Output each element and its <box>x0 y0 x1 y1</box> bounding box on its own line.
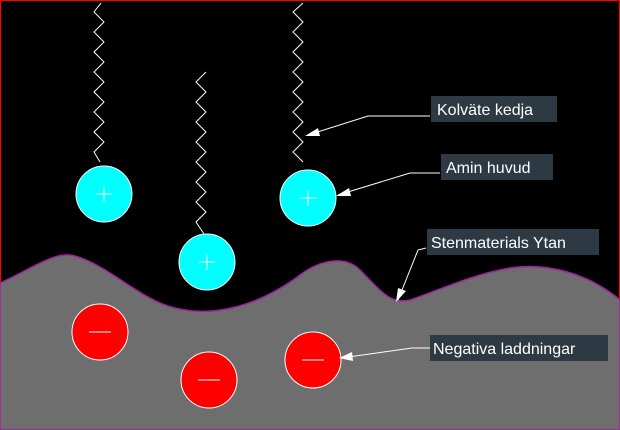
amine-head <box>279 169 337 227</box>
label-amine-head: Amin huvud <box>446 160 531 177</box>
plus-symbol <box>96 186 112 202</box>
plus-symbol <box>300 190 316 206</box>
label-hydrocarbon-chain: Kolväte kedja <box>437 102 533 119</box>
label-stone-surface: Stenmaterials Ytan <box>431 235 566 252</box>
leader-hydrocarbon-chain <box>305 115 430 136</box>
amine-head <box>178 233 236 291</box>
hydrocarbon-chain-left <box>93 2 105 163</box>
hydrocarbon-chain-right <box>292 2 304 163</box>
label-box-stone-surface <box>427 229 599 255</box>
leader-stone-surface <box>396 247 427 302</box>
amine-head <box>75 165 133 223</box>
negative-charge <box>284 331 342 389</box>
plus-symbol <box>199 254 215 270</box>
leader-negative-charges <box>339 347 430 361</box>
negative-charge <box>180 351 238 409</box>
label-box-negative-charges <box>430 335 608 361</box>
hydrocarbon-chain-middle <box>195 71 207 235</box>
negative-charge <box>71 303 129 361</box>
label-negative-charges: Negativa laddningar <box>433 341 576 358</box>
label-box-hydrocarbon-chain <box>431 96 557 122</box>
leader-amine-head <box>336 172 440 196</box>
label-box-amine-head <box>441 154 553 180</box>
